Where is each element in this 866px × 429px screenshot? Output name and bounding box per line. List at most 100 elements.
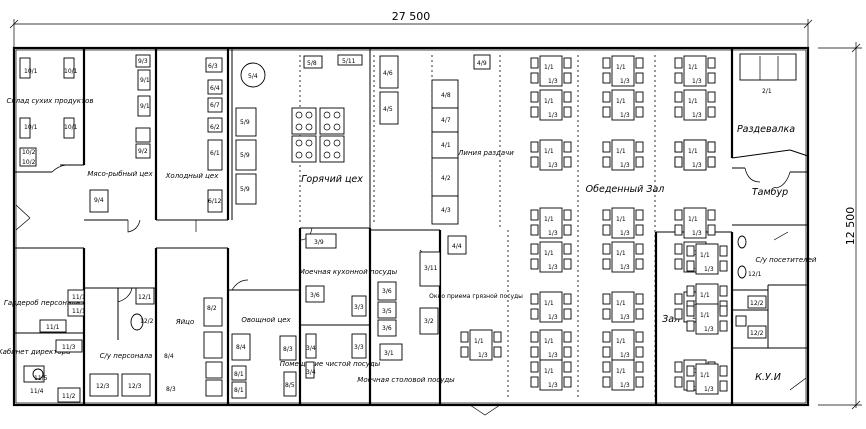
chair <box>635 376 644 388</box>
chair <box>635 243 644 255</box>
svg-text:12/1: 12/1 <box>748 271 762 278</box>
chair <box>635 209 644 221</box>
chair-number: 1/3 <box>620 230 630 237</box>
chair <box>530 209 539 221</box>
label-meat-fish: Мясо-рыбный цех <box>87 170 153 178</box>
chair <box>707 156 716 168</box>
table <box>695 363 719 395</box>
chair <box>460 346 469 358</box>
svg-text:11/1: 11/1 <box>72 294 86 301</box>
chair-number: 1/3 <box>548 162 558 169</box>
svg-text:10/1: 10/1 <box>64 124 78 131</box>
table-set: 1/11/3 <box>602 329 644 361</box>
width-dimension: 27 500 <box>392 10 431 23</box>
table <box>683 207 707 239</box>
chair-number: 1/3 <box>548 112 558 119</box>
chair <box>707 72 716 84</box>
chair <box>563 91 572 103</box>
label-wc-staff: С/у персонала <box>100 352 153 360</box>
chair <box>493 346 502 358</box>
table-number: 1/1 <box>688 98 698 105</box>
table-set: 1/11/3 <box>602 207 644 239</box>
table <box>539 359 563 391</box>
chair <box>686 245 695 257</box>
table <box>611 55 635 87</box>
svg-text:8/2: 8/2 <box>207 305 217 312</box>
chair <box>563 141 572 153</box>
table-number: 1/1 <box>700 372 710 379</box>
chair <box>602 106 611 118</box>
table-set: 1/11/3 <box>602 241 644 273</box>
chair-number: 1/3 <box>620 382 630 389</box>
svg-text:6/2: 6/2 <box>210 124 220 131</box>
table <box>539 55 563 87</box>
table-number: 1/1 <box>700 292 710 299</box>
svg-text:4/3: 4/3 <box>441 207 451 214</box>
svg-text:5/9: 5/9 <box>240 119 250 126</box>
chair <box>602 293 611 305</box>
svg-text:6/7: 6/7 <box>210 102 220 109</box>
svg-text:5/8: 5/8 <box>307 60 317 67</box>
svg-text:12/2: 12/2 <box>750 300 764 307</box>
label-dining-hall: Обеденный Зал <box>586 184 665 195</box>
chair-number: 1/3 <box>548 78 558 85</box>
chair <box>674 293 683 305</box>
svg-text:3/2: 3/2 <box>424 318 434 325</box>
chair <box>719 365 728 377</box>
svg-text:6/1: 6/1 <box>210 150 220 157</box>
chair-number: 1/3 <box>692 230 702 237</box>
chair <box>602 258 611 270</box>
table <box>683 139 707 171</box>
table-set: 1/11/3 <box>530 89 572 121</box>
chair <box>563 376 572 388</box>
chair <box>563 361 572 373</box>
table <box>611 89 635 121</box>
svg-text:5/9: 5/9 <box>240 186 250 193</box>
label-clean-dishes: Помещение чистой посуды <box>280 360 381 368</box>
chair <box>719 320 728 332</box>
table-number: 1/1 <box>544 250 554 257</box>
svg-text:4/8: 4/8 <box>441 92 451 99</box>
chair <box>635 346 644 358</box>
svg-text:9/3: 9/3 <box>138 58 148 65</box>
chair <box>563 57 572 69</box>
chair <box>686 320 695 332</box>
table-number: 1/1 <box>688 148 698 155</box>
chair <box>707 57 716 69</box>
chair <box>563 156 572 168</box>
svg-text:4/2: 4/2 <box>441 175 451 182</box>
table-number: 1/1 <box>688 64 698 71</box>
chair <box>674 141 683 153</box>
chair <box>635 57 644 69</box>
chair <box>719 305 728 317</box>
chair-number: 1/3 <box>478 352 488 359</box>
label-vestibule: Тамбур <box>752 187 788 198</box>
chair <box>563 308 572 320</box>
chair <box>674 376 683 388</box>
table-number: 1/1 <box>474 338 484 345</box>
chair-number: 1/3 <box>620 112 630 119</box>
chair <box>563 224 572 236</box>
svg-text:9/2: 9/2 <box>138 148 148 155</box>
svg-text:3/1: 3/1 <box>384 350 394 357</box>
table-number: 1/1 <box>616 250 626 257</box>
chair <box>530 224 539 236</box>
table-set: 1/11/3 <box>674 207 716 239</box>
chair <box>707 91 716 103</box>
label-staff-wardrobe: Гардероб персонала <box>4 299 80 307</box>
svg-text:3/6: 3/6 <box>310 292 320 299</box>
table <box>539 207 563 239</box>
chair <box>563 106 572 118</box>
chair <box>602 57 611 69</box>
chair <box>602 376 611 388</box>
svg-text:8/1: 8/1 <box>234 387 244 394</box>
svg-text:11/2: 11/2 <box>62 393 76 400</box>
chair <box>719 245 728 257</box>
chair <box>719 285 728 297</box>
chair-number: 1/3 <box>620 314 630 321</box>
table-set: 1/11/3 <box>530 139 572 171</box>
chair <box>635 293 644 305</box>
chair <box>674 57 683 69</box>
table-set: 1/11/3 <box>530 291 572 323</box>
chair <box>530 72 539 84</box>
